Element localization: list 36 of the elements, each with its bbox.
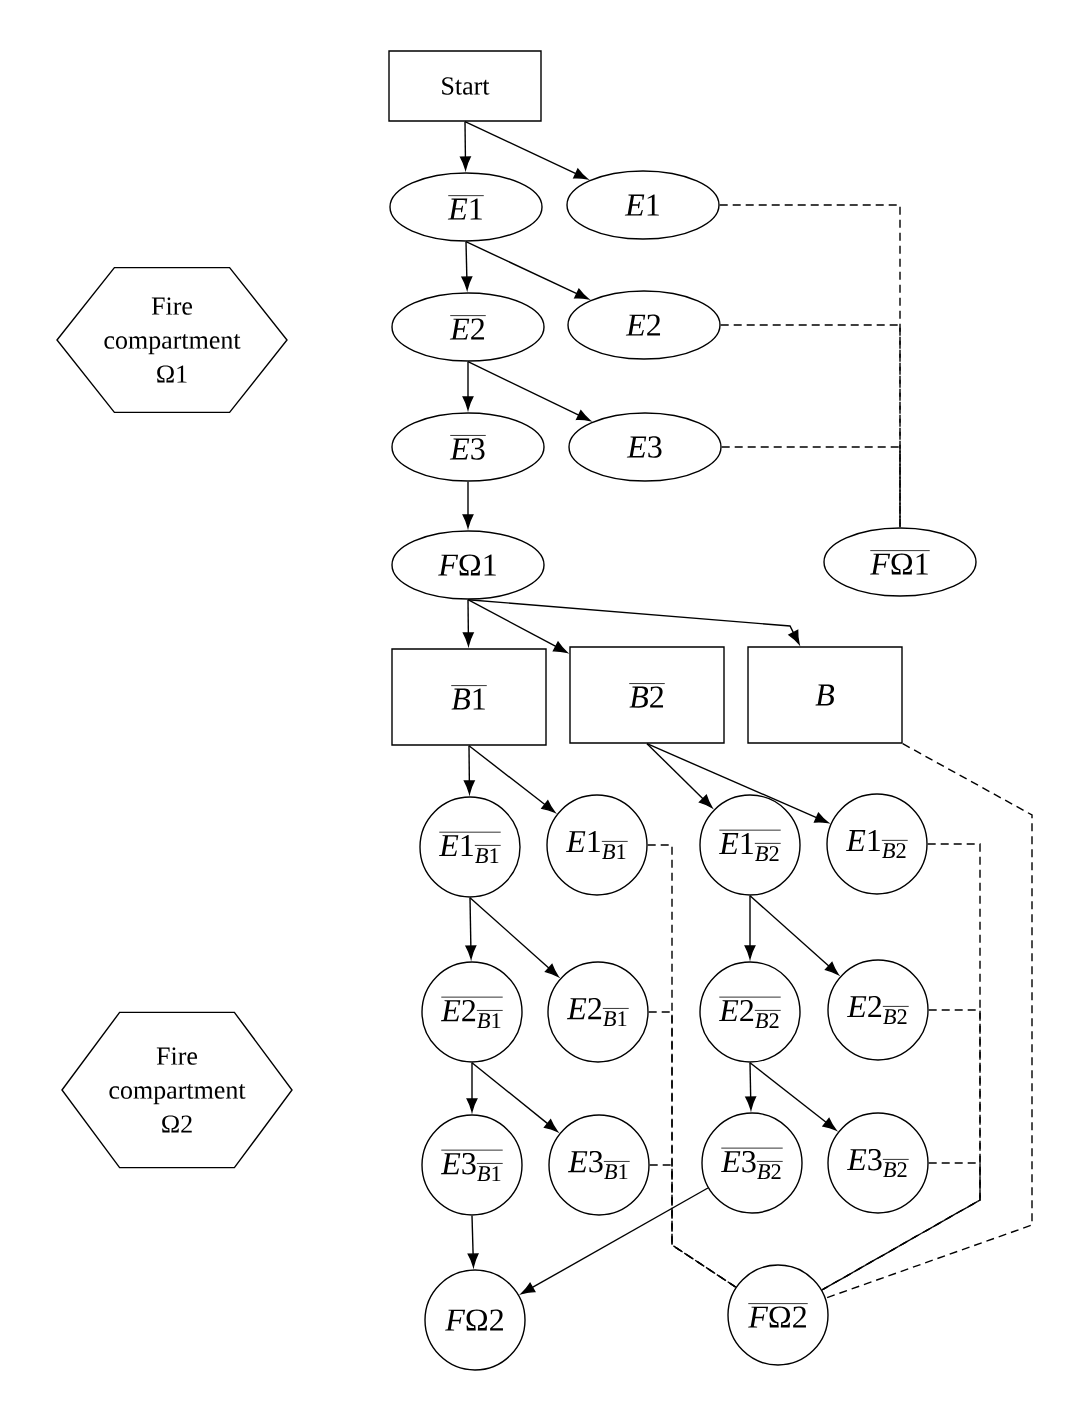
process-box: Start [388, 50, 542, 122]
compartment-hexagon: Fire compartment Ω2 [61, 1011, 293, 1169]
arrow [467, 1215, 479, 1268]
arrow [462, 599, 474, 647]
arrow [467, 599, 568, 653]
process-box: $\overline{B2}$ [569, 646, 725, 744]
arrow [464, 121, 588, 180]
arrow [463, 745, 475, 795]
arrow [462, 361, 474, 411]
dashed-connector [825, 743, 1033, 1299]
arrow [745, 1062, 757, 1111]
dashed-connector [649, 1164, 737, 1288]
arrow [465, 897, 477, 960]
arrow [468, 745, 556, 813]
arrow [471, 1062, 558, 1133]
compartment-hexagon: Fire compartment Ω1 [56, 266, 288, 414]
dashed-connector [648, 1011, 737, 1288]
arrow [461, 241, 473, 291]
arrow [467, 361, 591, 422]
arrow [749, 1062, 837, 1131]
arrow [520, 1187, 709, 1295]
arrow [749, 895, 839, 976]
arrow [744, 895, 756, 960]
dashed-connector [720, 324, 901, 528]
process-box: $\overline{B1}$ [391, 648, 547, 746]
arrow [459, 121, 471, 171]
arrow [465, 241, 589, 300]
arrow [646, 743, 713, 809]
arrow [462, 481, 474, 529]
arrow [466, 1062, 478, 1113]
dashed-connector [821, 1009, 981, 1291]
process-box: $B$ [747, 646, 903, 744]
dashed-connector [821, 1162, 981, 1291]
arrow [646, 743, 829, 824]
arrow [467, 599, 800, 645]
arrow [469, 897, 559, 978]
